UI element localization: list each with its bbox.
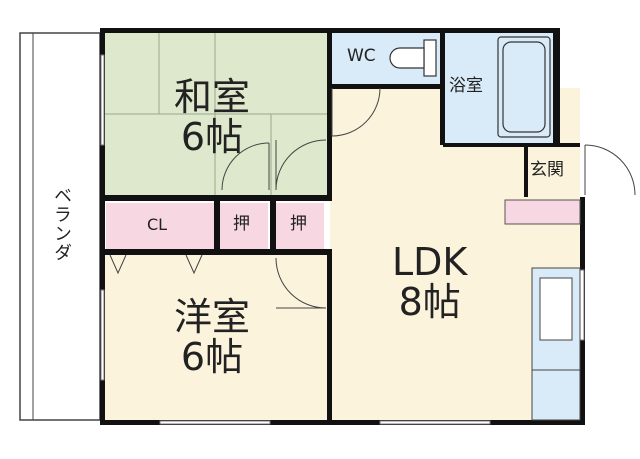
kitchen-counter xyxy=(531,267,581,421)
ldk-upper-floor xyxy=(443,145,527,200)
shoe-cabinet xyxy=(504,199,581,225)
closet-label: CL xyxy=(147,215,168,234)
toilet xyxy=(389,39,437,77)
veranda-label: ベランダ xyxy=(51,186,72,262)
wc-label: WC xyxy=(347,46,376,66)
yoshitsu-name: 洋室 xyxy=(174,295,251,339)
oshiire-right-floor xyxy=(276,203,324,249)
tatami-lines xyxy=(103,33,327,195)
yoshitsu-label: 洋室 6帖 xyxy=(174,295,251,379)
ldk-name: LDK xyxy=(392,240,468,284)
washitsu-name: 和室 xyxy=(174,75,251,119)
washitsu-size: 6帖 xyxy=(180,114,244,159)
genkan-label: 玄関 xyxy=(530,160,564,180)
oshiire-right-label: 押 xyxy=(290,214,307,234)
yoshitsu-floor xyxy=(103,255,327,420)
windows xyxy=(100,54,585,425)
doors xyxy=(109,87,636,309)
ldk-label: LDK 8帖 xyxy=(392,240,468,324)
washitsu-label: 和室 6帖 xyxy=(174,75,251,159)
bath-label: 浴室 xyxy=(449,76,483,96)
closet-floor xyxy=(106,203,214,249)
bathtub xyxy=(497,36,551,138)
genkan-floor xyxy=(527,145,580,197)
yoshitsu-size: 6帖 xyxy=(180,334,244,379)
ldk-size: 8帖 xyxy=(398,279,461,324)
oshiire-left-label: 押 xyxy=(233,214,250,234)
oshiire-left-floor xyxy=(220,203,268,249)
